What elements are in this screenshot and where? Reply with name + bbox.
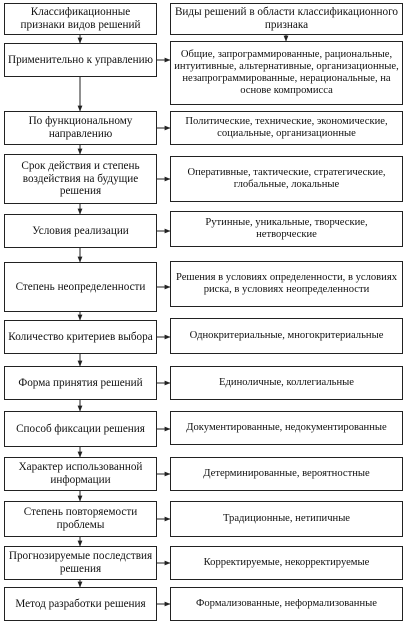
criterion-box: Срок действия и степень воздействия на б… xyxy=(4,154,157,204)
decision-types-box: Политические, технические, экономические… xyxy=(170,111,403,145)
decision-types-label: Документированные, недокументированные xyxy=(186,421,387,433)
criterion-label: Метод разработки решения xyxy=(15,597,146,610)
decision-types-label: Детерминированные, вероятностные xyxy=(203,467,370,479)
criterion-box: Условия реализации xyxy=(4,214,157,248)
decision-types-box: Решения в условиях определенности, в усл… xyxy=(170,261,403,307)
header-criteria-box: Классификационные признаки видов решений xyxy=(4,3,157,35)
criterion-box: Применительно к управлению xyxy=(4,43,157,77)
criterion-box: Характер использованной информации xyxy=(4,457,157,491)
criterion-label: Применительно к управлению xyxy=(8,53,153,66)
criterion-label: По функциональному направлению xyxy=(28,115,133,140)
criterion-label: Условия реализации xyxy=(32,224,129,237)
decision-types-label: Традиционные, нетипичные xyxy=(222,512,351,524)
decision-types-label: Общие, запрограммированные, рациональные… xyxy=(174,48,399,97)
decision-types-box: Однокритериальные, многокритериальные xyxy=(170,318,403,354)
decision-types-box: Общие, запрограммированные, рациональные… xyxy=(170,41,403,105)
decision-types-box: Корректируемые, некорректируемые xyxy=(170,546,403,580)
criterion-box: Форма принятия решений xyxy=(4,366,157,400)
criterion-label: Степень повторяемости проблемы xyxy=(23,506,138,531)
decision-types-label: Рутинные, уникальные, творческие, нетвор… xyxy=(205,216,368,240)
decision-types-box: Единоличные, коллегиальные xyxy=(170,366,403,400)
criterion-label: Срок действия и степень воздействия на б… xyxy=(21,160,140,198)
criterion-box: Степень неопределенности xyxy=(4,262,157,312)
decision-types-box: Документированные, недокументированные xyxy=(170,411,403,445)
criterion-label: Форма принятия решений xyxy=(18,376,143,389)
decision-types-label: Решения в условиях определенности, в усл… xyxy=(175,271,398,295)
criterion-box: Способ фиксации решения xyxy=(4,411,157,447)
decision-types-box: Детерминированные, вероятностные xyxy=(170,457,403,491)
decision-types-label: Политические, технические, экономические… xyxy=(185,115,388,139)
criterion-label: Степень неопределенности xyxy=(15,280,146,293)
criterion-box: По функциональному направлению xyxy=(4,111,157,145)
criterion-label: Прогнозируемые последствия решения xyxy=(8,550,153,575)
decision-types-box: Формализованные, неформализованные xyxy=(170,587,403,621)
decision-types-label: Однокритериальные, многокритериальные xyxy=(189,329,384,341)
header-types-box: Виды решений в области классификационног… xyxy=(170,3,403,35)
decision-types-label: Оперативные, тактические, стратегические… xyxy=(187,166,386,190)
criterion-box: Метод разработки решения xyxy=(4,587,157,621)
decision-types-label: Единоличные, коллегиальные xyxy=(219,376,354,388)
decision-types-box: Традиционные, нетипичные xyxy=(170,501,403,537)
criterion-box: Количество критериев выбора xyxy=(4,320,157,354)
criterion-box: Прогнозируемые последствия решения xyxy=(4,546,157,580)
decision-types-label: Корректируемые, некорректируемые xyxy=(203,556,370,568)
header-types-label: Виды решений в области классификационног… xyxy=(174,6,399,31)
decision-types-box: Рутинные, уникальные, творческие, нетвор… xyxy=(170,211,403,247)
header-criteria-label: Классификационные признаки видов решений xyxy=(20,6,141,31)
criterion-label: Количество критериев выбора xyxy=(8,330,153,343)
criterion-label: Способ фиксации решения xyxy=(16,422,145,435)
decision-types-label: Формализованные, неформализованные xyxy=(196,597,377,609)
decision-types-box: Оперативные, тактические, стратегические… xyxy=(170,156,403,202)
criterion-label: Характер использованной информации xyxy=(18,461,143,486)
criterion-box: Степень повторяемости проблемы xyxy=(4,501,157,537)
